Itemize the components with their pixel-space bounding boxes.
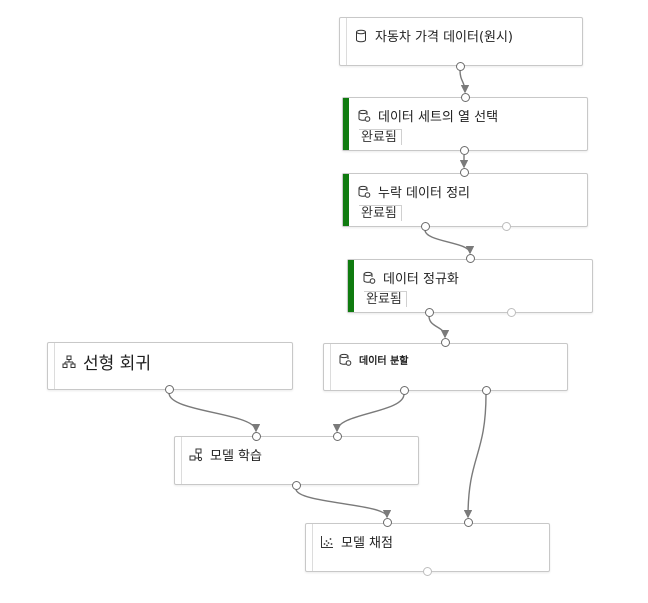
module-normalize-data[interactable]: 데이터 정규화 완료됨 [347, 259, 593, 313]
output-port[interactable] [423, 567, 432, 576]
connection-line [424, 229, 475, 255]
output-port[interactable] [425, 308, 434, 317]
input-port[interactable] [333, 432, 342, 441]
train-model-icon [189, 448, 203, 462]
module-title: 모델 학습 [210, 449, 262, 464]
module-clean-missing-data[interactable]: 누락 데이터 정리 완료됨 [342, 173, 588, 227]
input-port[interactable] [460, 168, 469, 177]
output-port[interactable] [456, 62, 465, 71]
module-title: 선형 회귀 [83, 354, 151, 374]
connection-line [463, 393, 487, 519]
output-port[interactable] [400, 386, 409, 395]
connection-line [459, 69, 470, 94]
input-port[interactable] [441, 338, 450, 347]
input-port[interactable] [252, 432, 261, 441]
module-score-model[interactable]: 모델 채점 [305, 523, 550, 572]
module-title: 데이터 세트의 열 선택 [378, 110, 499, 125]
output-port[interactable] [421, 222, 430, 231]
module-title: 자동차 가격 데이터(원시) [375, 30, 514, 45]
input-port[interactable] [464, 518, 473, 527]
output-port[interactable] [165, 385, 174, 394]
connection-line [295, 488, 392, 519]
module-linear-regression[interactable]: 선형 회귀 [47, 342, 293, 390]
status-badge: 완료됨 [359, 129, 402, 145]
dataset-gear-icon [357, 109, 371, 123]
output-port[interactable] [460, 146, 469, 155]
module-title: 데이터 정규화 [383, 272, 459, 287]
output-port[interactable] [482, 386, 491, 395]
output-port[interactable] [292, 481, 301, 490]
module-split-data[interactable]: 데이터 분할 [323, 343, 568, 391]
module-title: 모델 채점 [341, 536, 393, 551]
module-title: 누락 데이터 정리 [378, 186, 470, 201]
dataset-gear-icon [338, 353, 352, 367]
status-badge: 완료됨 [364, 291, 407, 307]
dataset-gear-icon [362, 271, 376, 285]
connection-line [428, 315, 450, 339]
input-port[interactable] [383, 518, 392, 527]
input-port[interactable] [461, 93, 470, 102]
module-raw-data[interactable]: 자동차 가격 데이터(원시) [339, 17, 583, 66]
hierarchy-icon [62, 355, 76, 369]
connection-line [332, 393, 405, 433]
module-select-columns[interactable]: 데이터 세트의 열 선택 완료됨 [342, 97, 588, 151]
dataset-gear-icon [357, 185, 371, 199]
module-title: 데이터 분할 [359, 356, 409, 367]
scatter-icon [320, 535, 334, 549]
status-badge: 완료됨 [359, 205, 402, 221]
connection-line [168, 392, 261, 433]
input-port[interactable] [466, 254, 475, 263]
database-icon [354, 29, 368, 43]
module-train-model[interactable]: 모델 학습 [174, 436, 419, 485]
output-port[interactable] [502, 222, 511, 231]
output-port[interactable] [507, 308, 516, 317]
